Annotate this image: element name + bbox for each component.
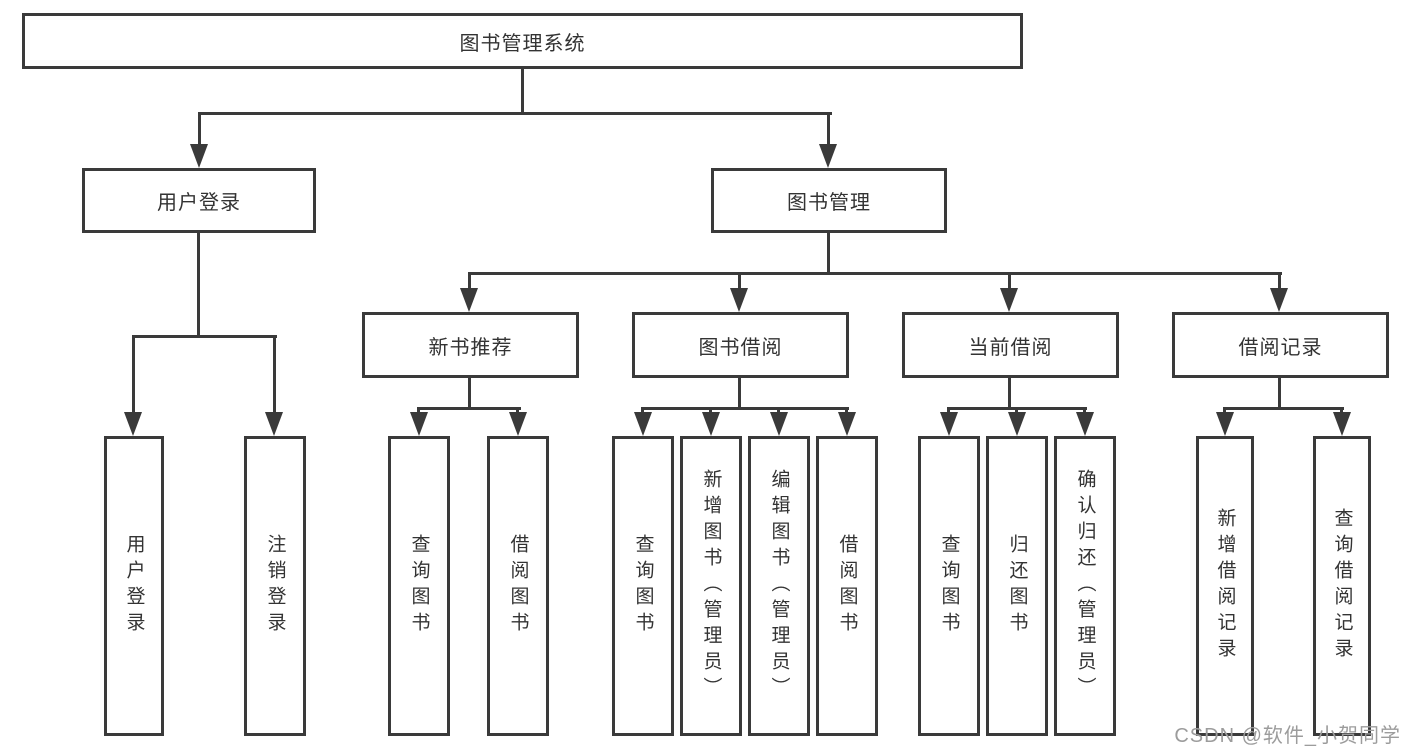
connector-line [1223,407,1226,416]
arrowhead-down-icon [1008,412,1026,436]
node-user-login-label: 用户登录 [157,192,241,214]
connector-line [198,112,201,148]
arrowhead-down-icon [770,412,788,436]
connector-line [468,272,1282,275]
leaf-query-books-1: 查询图书 [388,436,450,736]
node-root: 图书管理系统 [22,13,1023,69]
node-current-borrow-label: 当前借阅 [968,336,1053,359]
node-book-management-label: 图书管理 [787,192,871,214]
leaf-query-borrow-record: 查询借阅记录 [1313,436,1371,736]
connector-line [738,377,741,408]
arrowhead-down-icon [410,412,428,436]
arrowhead-down-icon [1270,288,1288,312]
watermark: CSDN @软件_小贺同学 [1174,725,1401,747]
node-book-borrow: 图书借阅 [632,312,849,378]
connector-line [132,335,135,416]
node-book-borrow-label: 图书借阅 [698,336,783,359]
connector-line [132,335,277,338]
connector-line [641,407,644,416]
arrowhead-down-icon [1076,412,1094,436]
connector-line [947,407,950,416]
node-book-management: 图书管理 [711,168,947,233]
leaf-edit-books-admin-label: 编辑图书（管理员） [768,469,790,703]
leaf-add-books-admin-label: 新增图书（管理员） [700,469,722,703]
connector-line [197,232,200,336]
connector-line [777,407,780,416]
leaf-add-borrow-record: 新增借阅记录 [1196,436,1254,736]
leaf-add-borrow-record-label: 新增借阅记录 [1214,508,1236,664]
connector-line [1340,407,1343,416]
arrowhead-down-icon [940,412,958,436]
leaf-confirm-return-admin: 确认归还（管理员） [1054,436,1116,736]
connector-line [709,407,712,416]
arrowhead-down-icon [634,412,652,436]
leaf-query-books-3-label: 查询图书 [938,534,960,638]
leaf-add-books-admin: 新增图书（管理员） [680,436,742,736]
connector-line [827,232,830,273]
arrowhead-down-icon [730,288,748,312]
connector-line [468,377,471,408]
leaf-logout-label: 注销登录 [264,534,286,638]
arrowhead-down-icon [1333,412,1351,436]
leaf-query-borrow-record-label: 查询借阅记录 [1331,508,1353,664]
arrowhead-down-icon [509,412,527,436]
connector-line [417,407,521,410]
arrowhead-down-icon [702,412,720,436]
arrowhead-down-icon [265,412,283,436]
arrowhead-down-icon [124,412,142,436]
connector-line [1278,272,1281,292]
connector-line [1015,407,1018,416]
leaf-borrow-books-2-label: 借阅图书 [836,534,858,638]
arrowhead-down-icon [838,412,856,436]
connector-line [1278,377,1281,408]
arrowhead-down-icon [1000,288,1018,312]
connector-line [1083,407,1086,416]
leaf-confirm-return-admin-label: 确认归还（管理员） [1074,469,1096,703]
connector-line [827,112,830,148]
node-current-borrow: 当前借阅 [902,312,1119,378]
arrowhead-down-icon [190,144,208,168]
connector-line [468,272,471,292]
node-borrow-records: 借阅记录 [1172,312,1389,378]
connector-line [417,407,420,416]
connector-line [641,407,849,410]
connector-line [738,272,741,292]
leaf-return-books-label: 归还图书 [1006,534,1028,638]
connector-line [521,69,524,112]
arrowhead-down-icon [819,144,837,168]
connector-line [1223,407,1344,410]
node-borrow-records-label: 借阅记录 [1238,336,1323,359]
arrowhead-down-icon [460,288,478,312]
connector-line [1008,272,1011,292]
node-new-book-recommend-label: 新书推荐 [428,336,513,359]
leaf-query-books-2: 查询图书 [612,436,674,736]
leaf-return-books: 归还图书 [986,436,1048,736]
leaf-user-login: 用户登录 [104,436,164,736]
leaf-query-books-3: 查询图书 [918,436,980,736]
leaf-query-books-2-label: 查询图书 [632,534,654,638]
leaf-borrow-books-1-label: 借阅图书 [507,534,529,638]
leaf-borrow-books-1: 借阅图书 [487,436,549,736]
node-root-label: 图书管理系统 [459,32,586,55]
leaf-borrow-books-2: 借阅图书 [816,436,878,736]
leaf-edit-books-admin: 编辑图书（管理员） [748,436,810,736]
connector-line [273,335,276,416]
connector-line [1008,377,1011,408]
leaf-query-books-1-label: 查询图书 [408,534,430,638]
arrowhead-down-icon [1216,412,1234,436]
leaf-user-login-label: 用户登录 [123,534,145,638]
connector-line [845,407,848,416]
node-user-login: 用户登录 [82,168,316,233]
connector-line [516,407,519,416]
node-new-book-recommend: 新书推荐 [362,312,579,378]
connector-line [198,112,832,115]
leaf-logout: 注销登录 [244,436,306,736]
